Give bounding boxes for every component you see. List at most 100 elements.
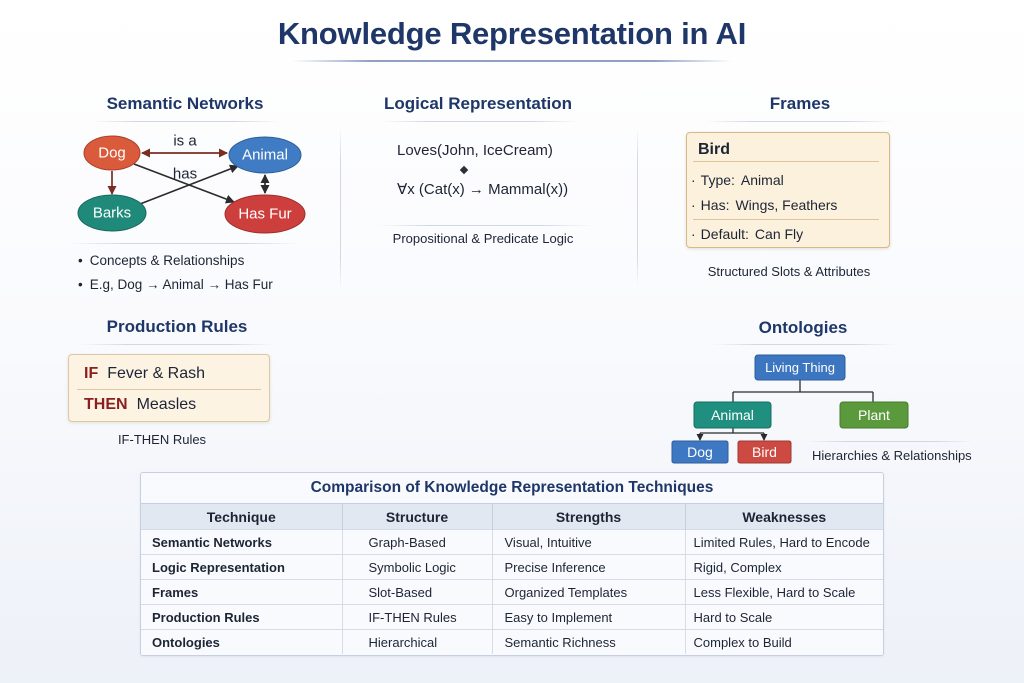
slot-key: Type:: [700, 172, 735, 188]
semantic-networks-heading-rule: [90, 121, 280, 122]
cell-strengths: Precise Inference: [491, 554, 685, 580]
comparison-grid: Technique Structure Strengths Weaknesses…: [141, 503, 883, 654]
cell-structure: Symbolic Logic: [341, 554, 492, 580]
comparison-table: Comparison of Knowledge Representation T…: [140, 472, 884, 656]
frame-card: Bird Type:Animal Has:Wings, Feathers Def…: [686, 132, 890, 248]
cell-strengths: Organized Templates: [491, 579, 685, 605]
frames-caption: Structured Slots & Attributes: [707, 264, 871, 279]
ontologies-caption: Hierarchies & Relationships: [812, 448, 972, 463]
logical-representation-caption: Propositional & Predicate Logic: [392, 231, 574, 246]
logic-expression-quantified: ∀x (Cat(x) → Mammal(x)): [397, 181, 569, 198]
ontology-node-animal: Animal: [693, 401, 772, 429]
production-rules-heading-rule: [80, 344, 275, 345]
ontology-node-bird-label: Bird: [752, 444, 777, 460]
edge-dog-has-fur: [133, 163, 235, 204]
cell-technique: Ontologies: [141, 629, 342, 654]
edge-label-has: has: [173, 166, 197, 183]
cell-strengths: Semantic Richness: [491, 629, 685, 654]
node-has-fur: Has Fur: [224, 194, 306, 234]
cell-strengths: Easy to Implement: [491, 604, 685, 630]
table-row: Ontologies Hierarchical Semantic Richnes…: [141, 629, 883, 654]
node-animal: Animal: [228, 136, 302, 174]
semantic-networks-heading: Semantic Networks: [106, 94, 264, 113]
node-animal-label: Animal: [242, 147, 288, 164]
rule-card: IF Fever & Rash THEN Measles: [68, 354, 270, 422]
cell-technique: Semantic Networks: [141, 529, 342, 555]
slot-key: Default:: [700, 226, 749, 242]
rule-conclusion-line: THEN Measles: [84, 395, 196, 415]
cell-weaknesses: Less Flexible, Hard to Scale: [684, 579, 883, 605]
frames-heading-rule: [705, 121, 895, 122]
ontologies-caption-rule: [805, 441, 975, 442]
frame-divider: [693, 161, 879, 162]
column-header-structure: Structure: [341, 503, 492, 530]
cell-strengths: Visual, Intuitive: [491, 529, 685, 555]
frame-slot: Type: Animal: [691, 170, 784, 190]
table-row: Frames Slot-Based Organized Templates Le…: [141, 579, 883, 605]
cell-weaknesses: Complex to Build: [684, 629, 883, 654]
slot-key: Has:: [700, 197, 730, 213]
ontology-node-living-thing: Living Thing: [754, 354, 846, 381]
table-title: Comparison of Knowledge Representation T…: [310, 479, 714, 496]
cell-structure: IF-THEN Rules: [341, 604, 492, 630]
ontology-tree-diagram: Living Thing Animal Plant Dog Bird: [671, 354, 909, 464]
ontology-node-animal-label: Animal: [711, 407, 754, 423]
page-title: Knowledge Representation in AI: [277, 16, 747, 51]
frames-heading: Frames: [769, 94, 831, 113]
logical-representation-heading-rule: [380, 121, 580, 122]
slot-value: Wings, Feathers: [735, 197, 838, 213]
production-rules-heading: Production Rules: [106, 317, 248, 336]
slot-value: Can Fly: [754, 226, 804, 242]
semantic-networks-divider: [68, 243, 300, 244]
cell-technique: Production Rules: [141, 604, 342, 630]
column-header-strengths: Strengths: [491, 503, 685, 530]
edge-label-is-a: is a: [173, 133, 197, 150]
rule-condition: Fever & Rash: [107, 365, 206, 382]
node-barks-label: Barks: [93, 205, 131, 222]
table-row: Logic Representation Symbolic Logic Prec…: [141, 554, 883, 580]
frame-slot: Default: Can Fly: [691, 224, 803, 244]
cell-structure: Hierarchical: [341, 629, 492, 654]
ontology-node-dog: Dog: [671, 440, 729, 464]
ontology-node-living-thing-label: Living Thing: [765, 360, 835, 375]
ontology-node-plant-label: Plant: [858, 407, 890, 423]
edge-barks-animal: [139, 164, 239, 205]
node-dog-label: Dog: [98, 145, 126, 162]
cell-weaknesses: Rigid, Complex: [684, 554, 883, 580]
column-divider-left: [340, 128, 341, 290]
rule-condition-line: IF Fever & Rash: [84, 364, 205, 384]
production-rules-caption: IF-THEN Rules: [117, 432, 207, 447]
then-keyword: THEN: [84, 396, 128, 413]
bullet-item: Concepts & Relationships: [78, 249, 273, 273]
cell-structure: Graph-Based: [341, 529, 492, 555]
table-row: Production Rules IF-THEN Rules Easy to I…: [141, 604, 883, 630]
node-dog: Dog: [83, 135, 141, 171]
semantic-network-diagram: is a has Dog Animal Barks Has Fur: [77, 133, 306, 234]
column-header-weaknesses: Weaknesses: [684, 503, 883, 530]
bullet-item: E.g, Dog → Animal → Has Fur: [78, 273, 273, 297]
frame-slot: Has: Wings, Feathers: [691, 195, 838, 215]
if-keyword: IF: [84, 365, 99, 382]
column-header-technique: Technique: [141, 503, 342, 530]
rule-conclusion: Measles: [136, 396, 197, 413]
ontology-node-bird: Bird: [737, 440, 792, 464]
semantic-networks-bullets: Concepts & Relationships E.g, Dog → Anim…: [78, 249, 273, 297]
logical-representation-divider: [378, 225, 592, 226]
ontology-node-dog-label: Dog: [687, 444, 713, 460]
ontologies-heading-rule: [712, 344, 897, 345]
cell-structure: Slot-Based: [341, 579, 492, 605]
cell-weaknesses: Limited Rules, Hard to Encode: [684, 529, 883, 555]
ontology-connector-animal: [700, 428, 764, 434]
ontologies-heading: Ontologies: [758, 318, 848, 337]
slot-value: Animal: [740, 172, 784, 188]
frame-divider: [693, 219, 879, 220]
ontology-connector-root: [732, 380, 874, 402]
table-header-row: Technique Structure Strengths Weaknesses: [141, 503, 883, 530]
table-row: Semantic Networks Graph-Based Visual, In…: [141, 529, 883, 555]
node-has-fur-label: Has Fur: [238, 206, 291, 223]
logic-expression-predicate: Loves(John, IceCream): [397, 142, 553, 159]
node-barks: Barks: [77, 194, 147, 232]
diamond-marker: [459, 165, 469, 175]
cell-technique: Logic Representation: [141, 554, 342, 580]
cell-weaknesses: Hard to Scale: [684, 604, 883, 630]
